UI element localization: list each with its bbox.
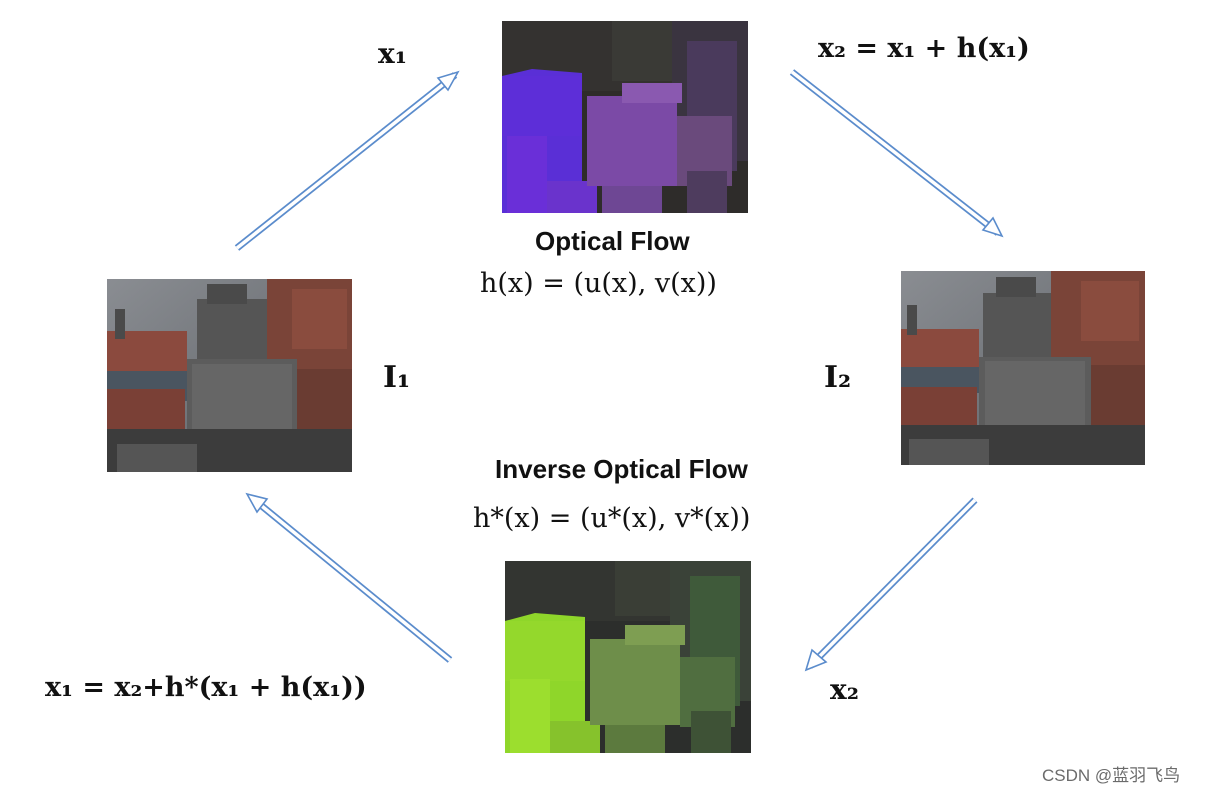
label-x1-equation-bottom: x₁ = x₂+h*(x₁ + h(x₁))	[45, 672, 367, 703]
label-x1-top: x₁	[378, 37, 407, 70]
inverse-optical-flow-title: Inverse Optical Flow	[495, 454, 748, 485]
arrow-i2-to-inverse	[806, 500, 975, 670]
frame-i1-image	[107, 279, 352, 472]
label-i1: I₁	[383, 360, 410, 395]
label-x2-bottom: x₂	[830, 673, 859, 706]
arrow-inverse-to-i1	[247, 494, 450, 660]
watermark: CSDN @蓝羽飞鸟	[1042, 761, 1180, 786]
inverse-optical-flow-formula: h*(x) = (u*(x), v*(x))	[473, 503, 750, 534]
label-x2-equation-top: x₂ = x₁ + h(x₁)	[818, 33, 1030, 64]
arrow-flow-to-i2	[792, 72, 1002, 236]
label-i2: I₂	[824, 360, 851, 395]
frame-i2-image	[901, 271, 1145, 465]
arrow-i1-to-flow	[237, 72, 458, 248]
optical-flow-title: Optical Flow	[535, 226, 690, 257]
optical-flow-image	[502, 21, 748, 213]
optical-flow-formula: h(x) = (u(x), v(x))	[480, 268, 717, 299]
inverse-optical-flow-image	[505, 561, 751, 753]
